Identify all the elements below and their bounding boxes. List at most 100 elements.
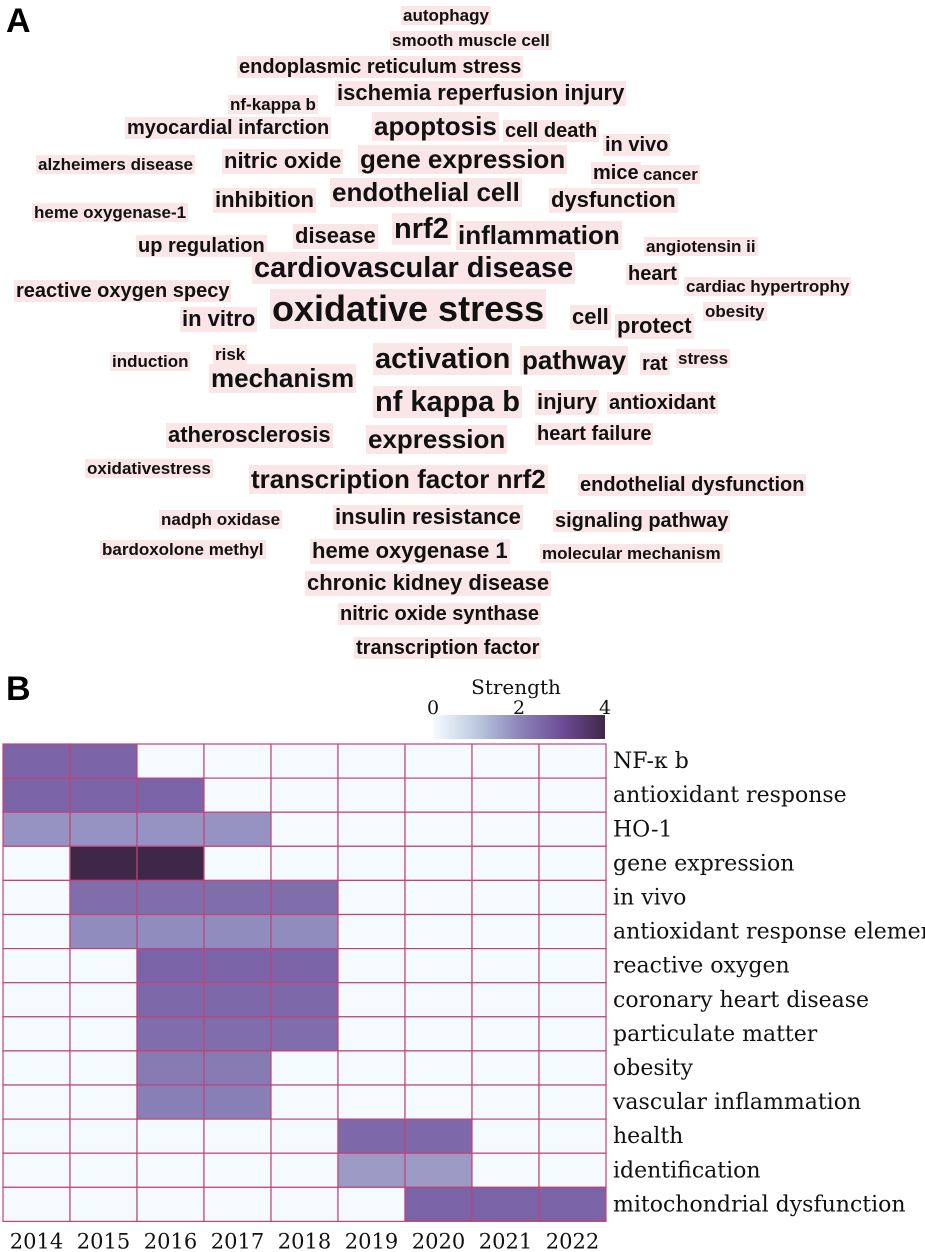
heatmap-cell (203, 1118, 272, 1154)
heatmap-year-label: 2020 (412, 1229, 465, 1252)
heatmap-cell (2, 1084, 71, 1120)
heatmap-cell (471, 948, 540, 984)
heatmap-cell (136, 948, 205, 984)
word-cloud-term: smooth muscle cell (390, 31, 552, 51)
heatmap-cell (270, 982, 339, 1018)
heatmap-cell (471, 1118, 540, 1154)
heatmap-cell (270, 879, 339, 916)
heatmap-row-label: NF-κ b (613, 749, 689, 774)
heatmap-cell (136, 982, 205, 1018)
word-cloud-term: cell death (503, 120, 600, 143)
heatmap-row-label: mitochondrial dysfunction (613, 1192, 906, 1217)
heatmap-cell (404, 1050, 473, 1086)
heatmap-cell (337, 913, 406, 950)
heatmap-cell (136, 777, 205, 813)
heatmap-cell (203, 913, 272, 950)
heatmap-cell (404, 743, 473, 779)
heatmap-cell (270, 811, 339, 847)
heatmap-cell (69, 1186, 138, 1222)
heatmap-cell (404, 982, 473, 1018)
word-cloud-term: risk (213, 345, 248, 365)
word-cloud-term: up regulation (136, 235, 267, 258)
word-cloud-term: ischemia reperfusion injury (335, 80, 627, 106)
word-cloud-term: rat (640, 353, 670, 376)
heatmap-year-label: 2022 (546, 1229, 599, 1252)
legend-color-bar (433, 715, 605, 739)
heatmap-cell (2, 777, 71, 813)
heatmap-cell (538, 879, 607, 916)
word-cloud-term: stress (676, 349, 731, 369)
heatmap-cell (136, 1050, 205, 1086)
word-cloud-term: in vivo (603, 134, 671, 157)
heatmap-cell (69, 1152, 138, 1188)
heatmap-cell (404, 1016, 473, 1052)
heatmap-row-label: in vivo (613, 885, 686, 910)
heatmap-year-label: 2015 (77, 1229, 130, 1252)
word-cloud-term: cardiac hypertrophy (684, 277, 852, 297)
word-cloud-term: disease (293, 223, 378, 249)
heatmap-cell (2, 948, 71, 984)
heatmap-cell (337, 1016, 406, 1052)
heatmap-cell (270, 845, 339, 882)
heatmap-cell (69, 1118, 138, 1154)
heatmap-cell (136, 811, 205, 847)
heatmap-cell (203, 743, 272, 779)
word-cloud-term: inflammation (456, 220, 622, 251)
heatmap-cell (203, 1186, 272, 1222)
word-cloud-term: myocardial infarction (125, 117, 332, 140)
heatmap-cell (203, 845, 272, 882)
heatmap-cell (136, 1118, 205, 1154)
heatmap-row-label: reactive oxygen (613, 954, 790, 979)
heatmap-year-label: 2021 (479, 1229, 532, 1252)
heatmap-cell (404, 1186, 473, 1222)
heatmap-cell (2, 1050, 71, 1086)
heatmap-cell (538, 1016, 607, 1052)
word-cloud-term: apoptosis (372, 111, 499, 142)
heatmap-cell (538, 1118, 607, 1154)
heatmap-cell (404, 1118, 473, 1154)
word-cloud-term: endoplasmic reticulum stress (237, 56, 524, 79)
word-cloud-term: in vitro (180, 306, 258, 332)
heatmap-year-label: 2017 (211, 1229, 264, 1252)
word-cloud-term: protect (615, 313, 694, 339)
word-cloud-term: mice (591, 162, 641, 185)
heatmap-cell (69, 845, 138, 882)
word-cloud-term: cancer (641, 165, 700, 185)
word-cloud-term: nrf2 (392, 213, 451, 246)
heatmap-cell (2, 811, 71, 847)
heatmap-cell (471, 1050, 540, 1086)
heatmap-cell (471, 1152, 540, 1188)
word-cloud-term: endothelial dysfunction (578, 474, 807, 497)
heatmap-cell (538, 811, 607, 847)
heatmap-cell (203, 1016, 272, 1052)
heatmap-cell (337, 777, 406, 813)
heatmap-cell (136, 1152, 205, 1188)
heatmap-cell (136, 879, 205, 916)
word-cloud-term: signaling pathway (553, 510, 731, 533)
heatmap-row-label: coronary heart disease (613, 988, 869, 1013)
heatmap-cell (2, 743, 71, 779)
heatmap-cell (337, 1186, 406, 1222)
heatmap-cell (538, 845, 607, 882)
heatmap-cell (337, 982, 406, 1018)
heatmap-cell (538, 948, 607, 984)
heatmap-cell (337, 1118, 406, 1154)
panel-label-a: A (6, 2, 31, 40)
heatmap-cell (69, 982, 138, 1018)
heatmap-cell (471, 845, 540, 882)
word-cloud-term: gene expression (358, 144, 568, 175)
heatmap-cell (270, 948, 339, 984)
word-cloud-term: nitric oxide (222, 148, 344, 174)
word-cloud-term: endothelial cell (330, 177, 522, 208)
word-cloud-term: nf-kappa b (228, 95, 318, 115)
heatmap-cell (471, 982, 540, 1018)
word-cloud-term: autophagy (401, 6, 491, 26)
heatmap-cell (203, 1050, 272, 1086)
word-cloud-term: transcription factor (354, 637, 542, 660)
word-cloud-term: obesity (703, 302, 767, 322)
heatmap-cell (270, 1050, 339, 1086)
heatmap-cell (337, 948, 406, 984)
heatmap-cell (404, 811, 473, 847)
